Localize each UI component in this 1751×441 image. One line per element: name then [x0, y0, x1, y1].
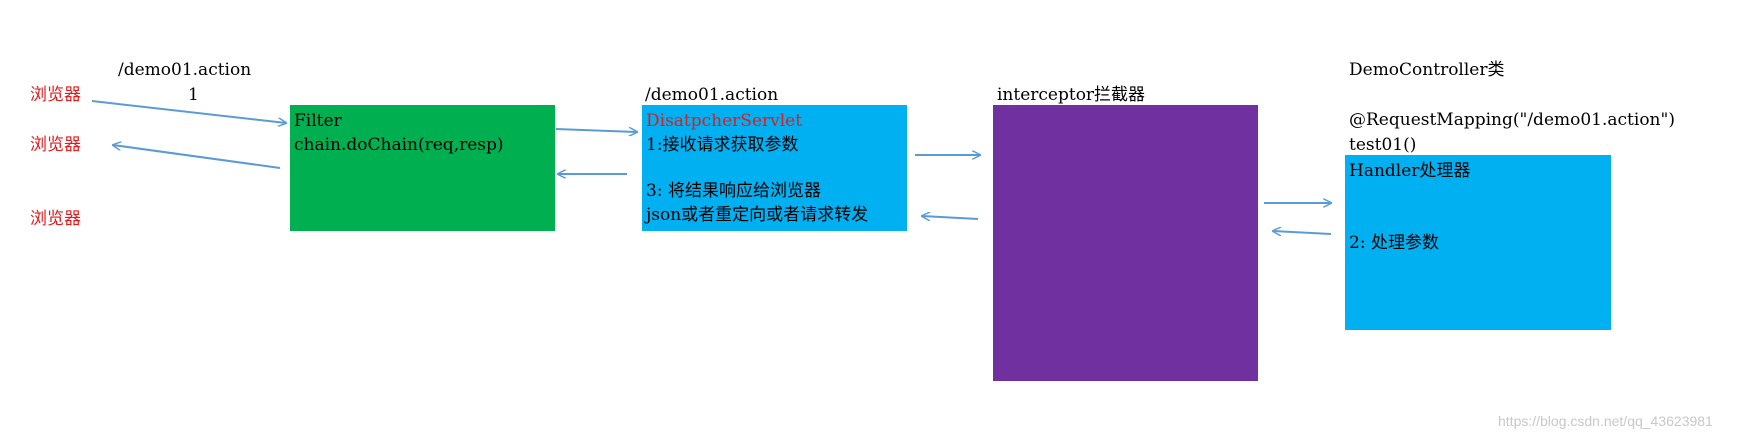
watermark: https://blog.csdn.net/qq_43623981 [1498, 413, 1713, 429]
filter-chain-text: chain.doChain(req,resp) [294, 135, 504, 155]
filter-title: Filter [294, 111, 342, 131]
request-mapping-label: @RequestMapping("/demo01.action") [1349, 110, 1675, 130]
arrow-browser-to-filter [91, 100, 286, 123]
arrow-handler-to-interceptor [1273, 231, 1332, 234]
interceptor-label: interceptor拦截器 [997, 85, 1146, 105]
dispatcher-step-3: 3: 将结果响应给浏览器 [646, 181, 821, 201]
dispatcher-step-1: 1:接收请求获取参数 [646, 135, 799, 155]
dispatcher-result-types: json或者重定向或者请求转发 [646, 205, 869, 225]
filter-box: Filter chain.doChain(req,resp) [290, 105, 555, 231]
dispatcher-url-label: /demo01.action [645, 85, 779, 105]
arrow-filter-to-browser [113, 145, 281, 169]
handler-box: Handler处理器 2: 处理参数 [1345, 155, 1611, 330]
arrow-filter-to-dispatcher [555, 129, 637, 132]
handler-title: Handler处理器 [1349, 161, 1471, 181]
dispatcher-servlet-box: DisatpcherServlet 1:接收请求获取参数 3: 将结果响应给浏览… [642, 105, 907, 231]
browser-label-1: 浏览器 [30, 85, 81, 105]
filter-url-label: /demo01.action [118, 60, 252, 80]
handler-step-2: 2: 处理参数 [1349, 233, 1439, 253]
controller-method-label: test01() [1349, 135, 1417, 155]
browser-label-2: 浏览器 [30, 135, 81, 155]
step-one-label: 1 [188, 85, 199, 105]
controller-class-label: DemoController类 [1349, 60, 1505, 80]
browser-label-3: 浏览器 [30, 209, 81, 229]
interceptor-box [993, 105, 1258, 381]
dispatcher-title: DisatpcherServlet [646, 111, 803, 131]
arrow-interceptor-to-dispatcher [922, 216, 979, 219]
